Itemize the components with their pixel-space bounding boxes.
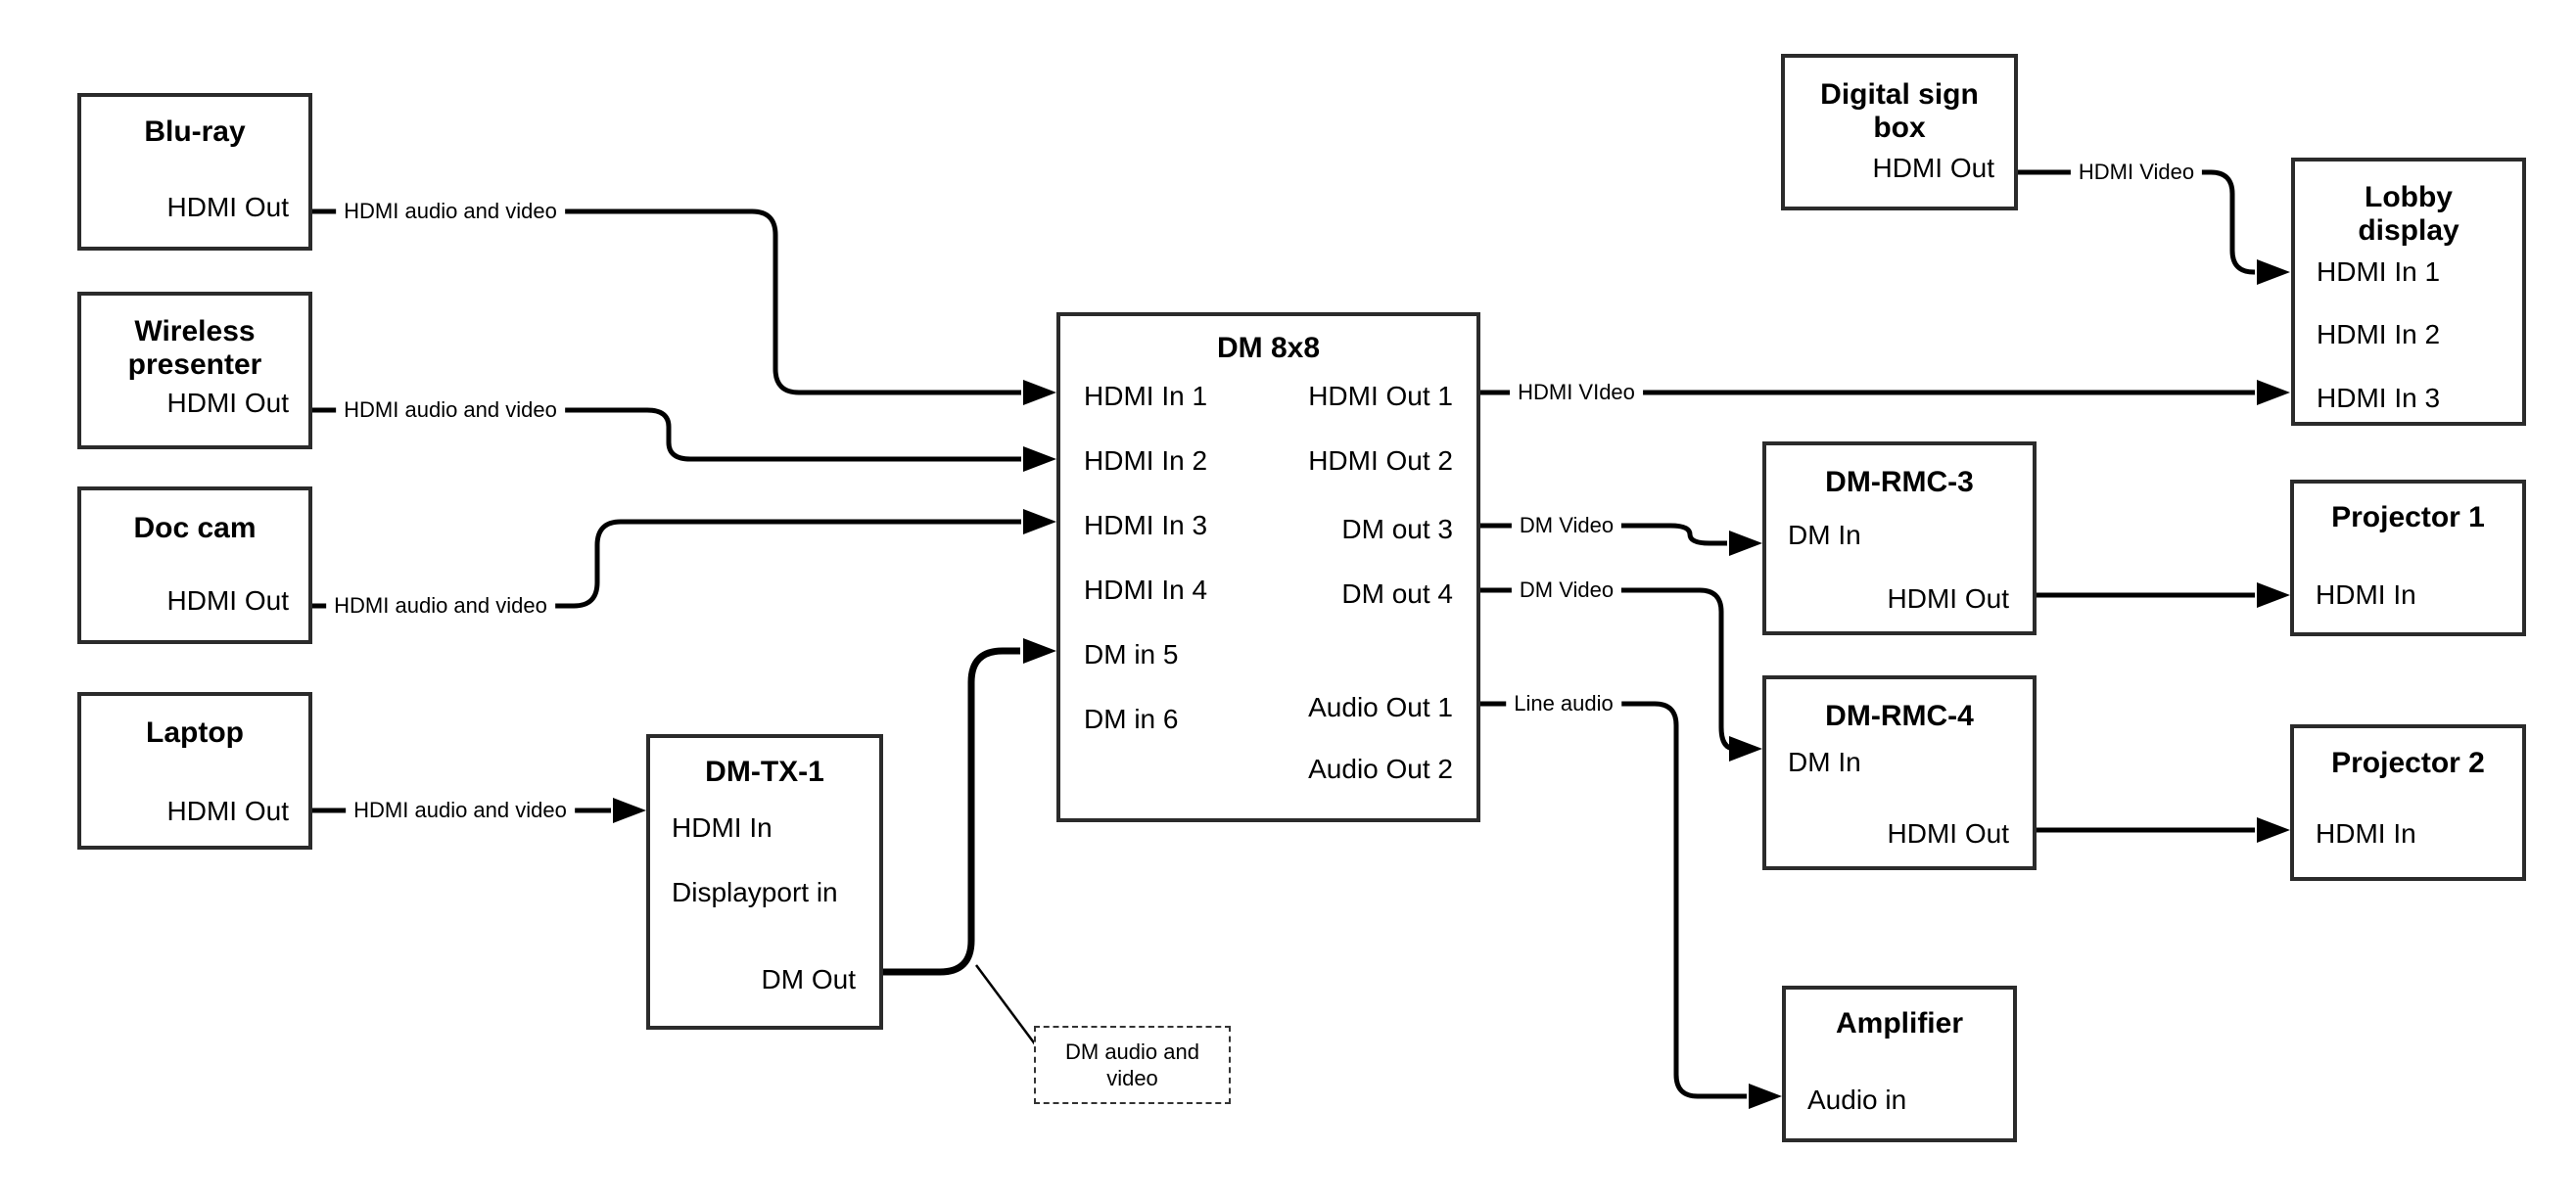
node-proj2-title: Projector 2 [2331, 747, 2485, 779]
port-lobby-hdmi-in-1: HDMI In 1 [2317, 256, 2441, 287]
arrowhead [1023, 380, 1056, 405]
node-doccam-title: Doc cam [133, 512, 257, 544]
node-digital-sign-title: Digital sign box [1785, 78, 2014, 145]
edge-label-bluray: HDMI audio and video [336, 198, 565, 225]
port-dm8x8-dm-out-3: DM out 3 [1341, 514, 1453, 544]
node-dmtx1: DM-TX-1 HDMI In Displayport in DM Out [646, 734, 883, 1030]
node-laptop: Laptop HDMI Out [77, 692, 312, 850]
port-dm8x8-hdmi-in-2: HDMI In 2 [1084, 445, 1208, 476]
node-dm-rmc-3: DM-RMC-3 DM In HDMI Out [1762, 441, 2037, 635]
port-doccam-hdmi-out: HDMI Out [166, 585, 289, 616]
arrowhead [2257, 817, 2290, 843]
node-dm8x8-title: DM 8x8 [1216, 332, 1321, 364]
edge-label-dm-video-out3: DM Video [1511, 512, 1622, 539]
edge-dm8x8-out4-to-rmc4 [1480, 587, 1736, 752]
port-digital-sign-hdmi-out: HDMI Out [1872, 153, 1994, 183]
node-bluray: Blu-ray HDMI Out [77, 93, 312, 251]
node-wireless-title-line2: presenter [127, 348, 262, 381]
edge-label-wireless: HDMI audio and video [336, 396, 565, 424]
node-proj1-title: Projector 1 [2331, 501, 2485, 533]
node-dmtx1-title: DM-TX-1 [705, 756, 824, 788]
port-dm8x8-hdmi-out-2: HDMI Out 2 [1308, 445, 1453, 476]
edge-dmtx1-to-dm8x8-in5 [883, 647, 1020, 976]
port-bluray-hdmi-out: HDMI Out [166, 192, 289, 222]
port-dm8x8-dm-in-6: DM in 6 [1084, 704, 1179, 734]
node-wireless-title-line1: Wireless [134, 315, 256, 347]
edge-label-hdmi-video-sign: HDMI Video [2070, 159, 2203, 186]
port-dm8x8-hdmi-out-1: HDMI Out 1 [1308, 381, 1453, 411]
arrowhead [1023, 446, 1056, 472]
port-dmtx1-displayport-in: Displayport in [672, 877, 838, 907]
note-leader-line [974, 964, 1038, 1046]
edge-dm8x8-audio1-to-amplifier [1480, 701, 1747, 1099]
node-projector-2: Projector 2 HDMI In [2290, 724, 2526, 881]
edge-label-laptop: HDMI audio and video [346, 797, 575, 824]
note-line2: video [1106, 1066, 1158, 1090]
note-line1: DM audio and [1065, 1039, 1199, 1064]
arrowhead [2257, 259, 2290, 285]
arrowhead [1729, 531, 1762, 556]
edge-label-line-audio: Line audio [1506, 690, 1621, 717]
edge-wireless-to-dm8x8-in2 [312, 407, 1021, 462]
node-dm8x8: DM 8x8 HDMI In 1 HDMI In 2 HDMI In 3 HDM… [1056, 312, 1480, 822]
port-lobby-hdmi-in-2: HDMI In 2 [2317, 319, 2441, 349]
edge-bluray-to-dm8x8-in1 [312, 208, 1021, 395]
node-wireless-presenter: Wireless presenter HDMI Out [77, 292, 312, 449]
node-digital-sign-box: Digital sign box HDMI Out [1781, 54, 2018, 210]
node-lobby-title-line2: display [2358, 214, 2459, 247]
node-wireless-title: Wireless presenter [81, 315, 308, 382]
port-rmc4-hdmi-out: HDMI Out [1887, 818, 2009, 849]
port-dm8x8-audio-out-1: Audio Out 1 [1308, 692, 1453, 722]
edge-dm8x8-out3-to-rmc3 [1480, 523, 1727, 546]
port-proj2-hdmi-in: HDMI In [2316, 818, 2416, 849]
arrowhead [1729, 736, 1762, 762]
arrowhead [1749, 1084, 1782, 1109]
note-dm-audio-video: DM audio and video [1034, 1026, 1231, 1104]
port-dm8x8-hdmi-in-3: HDMI In 3 [1084, 510, 1208, 540]
arrowhead [2257, 582, 2290, 608]
edge-label-doccam: HDMI audio and video [326, 592, 555, 620]
node-doccam: Doc cam HDMI Out [77, 486, 312, 644]
port-dm8x8-hdmi-in-4: HDMI In 4 [1084, 575, 1208, 605]
node-laptop-title: Laptop [146, 716, 244, 749]
node-bluray-title: Blu-ray [144, 115, 246, 148]
node-rmc4-title: DM-RMC-4 [1825, 700, 1974, 732]
port-rmc4-dm-in: DM In [1788, 747, 1861, 777]
port-rmc3-hdmi-out: HDMI Out [1887, 583, 2009, 614]
edge-label-dm-video-out4: DM Video [1511, 577, 1622, 604]
port-proj1-hdmi-in: HDMI In [2316, 579, 2416, 610]
port-rmc3-dm-in: DM In [1788, 520, 1861, 550]
node-projector-1: Projector 1 HDMI In [2290, 480, 2526, 636]
node-digital-sign-title-line1: Digital sign [1820, 78, 1979, 111]
port-dmtx1-hdmi-in: HDMI In [672, 812, 773, 843]
port-wireless-hdmi-out: HDMI Out [166, 388, 289, 418]
port-laptop-hdmi-out: HDMI Out [166, 796, 289, 826]
port-lobby-hdmi-in-3: HDMI In 3 [2317, 383, 2441, 413]
node-digital-sign-title-line2: box [1873, 112, 1926, 144]
port-dm8x8-dm-out-4: DM out 4 [1341, 578, 1453, 609]
node-lobby-display: Lobby display HDMI In 1 HDMI In 2 HDMI I… [2291, 158, 2526, 426]
arrowhead [2257, 380, 2290, 405]
port-dm8x8-dm-in-5: DM in 5 [1084, 639, 1179, 670]
port-dm8x8-audio-out-2: Audio Out 2 [1308, 754, 1453, 784]
arrowhead [1023, 638, 1056, 664]
edge-label-hdmi-video-out1: HDMI VIdeo [1510, 379, 1643, 406]
port-dmtx1-dm-out: DM Out [761, 964, 856, 994]
node-lobby-title: Lobby display [2295, 181, 2522, 248]
arrowhead [1023, 509, 1056, 534]
node-amplifier-title: Amplifier [1835, 1007, 1964, 1039]
arrowhead [613, 798, 646, 823]
node-lobby-title-line1: Lobby [2365, 181, 2453, 213]
edge-doccam-to-dm8x8-in3 [312, 519, 1021, 609]
node-amplifier: Amplifier Audio in [1782, 986, 2017, 1142]
node-dm-rmc-4: DM-RMC-4 DM In HDMI Out [1762, 675, 2037, 870]
port-dm8x8-hdmi-in-1: HDMI In 1 [1084, 381, 1208, 411]
edge-digitalsign-to-lobby-in1 [2018, 169, 2255, 275]
node-rmc3-title: DM-RMC-3 [1825, 466, 1974, 498]
port-amplifier-audio-in: Audio in [1807, 1085, 1907, 1115]
